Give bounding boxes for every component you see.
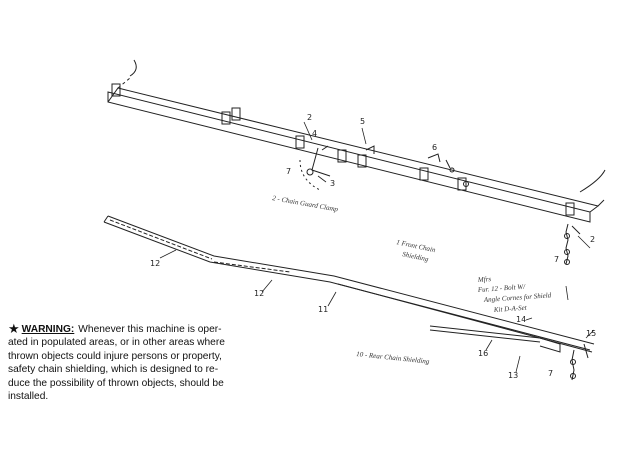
note-angle-corners: Angle Cornes for Shield bbox=[483, 291, 552, 304]
callout-2a: 2 bbox=[307, 113, 312, 122]
note-kit: Kit D-A-Set bbox=[493, 304, 528, 314]
front-chain-shield-bar bbox=[107, 59, 606, 223]
rear-chain bbox=[570, 343, 589, 381]
callout-16: 16 bbox=[478, 349, 488, 358]
callout-7b: 7 bbox=[554, 255, 559, 264]
front-chain bbox=[564, 223, 581, 265]
callout-12a: 12 bbox=[150, 259, 160, 268]
callout-5: 5 bbox=[360, 117, 365, 126]
callout-6: 6 bbox=[432, 143, 437, 152]
note-mfrs: Mfrs bbox=[477, 275, 492, 284]
warning-star-icon: ★ bbox=[8, 321, 20, 336]
callout-14: 14 bbox=[516, 315, 526, 324]
callout-2b: 2 bbox=[590, 235, 595, 244]
callout-12b: 12 bbox=[254, 289, 264, 298]
callout-3: 3 bbox=[330, 179, 335, 188]
note-bolt: Fur. 12 - Bolt W/ bbox=[477, 283, 527, 294]
note-rear-chain-shielding: 10 - Rear Chain Shielding bbox=[356, 350, 430, 366]
callout-11: 11 bbox=[318, 305, 328, 314]
callout-15: 15 bbox=[586, 329, 596, 338]
warning-text: Whenever this machine is oper- ated in p… bbox=[8, 324, 225, 403]
note-chain-guard-clamp: 2 - Chain Guard Clamp bbox=[272, 194, 340, 214]
callout-13: 13 bbox=[508, 371, 518, 380]
warning-heading: WARNING: bbox=[21, 324, 75, 335]
mounting-brackets bbox=[111, 83, 575, 216]
callout-7: 7 bbox=[286, 167, 291, 176]
leader-lines bbox=[159, 121, 595, 373]
bolt-details bbox=[365, 145, 469, 187]
callout-4: 4 bbox=[312, 129, 317, 138]
warning-notice: ★WARNING:Whenever this machine is oper- … bbox=[8, 322, 270, 403]
rear-chain-shield-bar bbox=[103, 215, 595, 353]
chain-guard-clamp bbox=[299, 145, 331, 191]
callout-7c: 7 bbox=[548, 369, 553, 378]
